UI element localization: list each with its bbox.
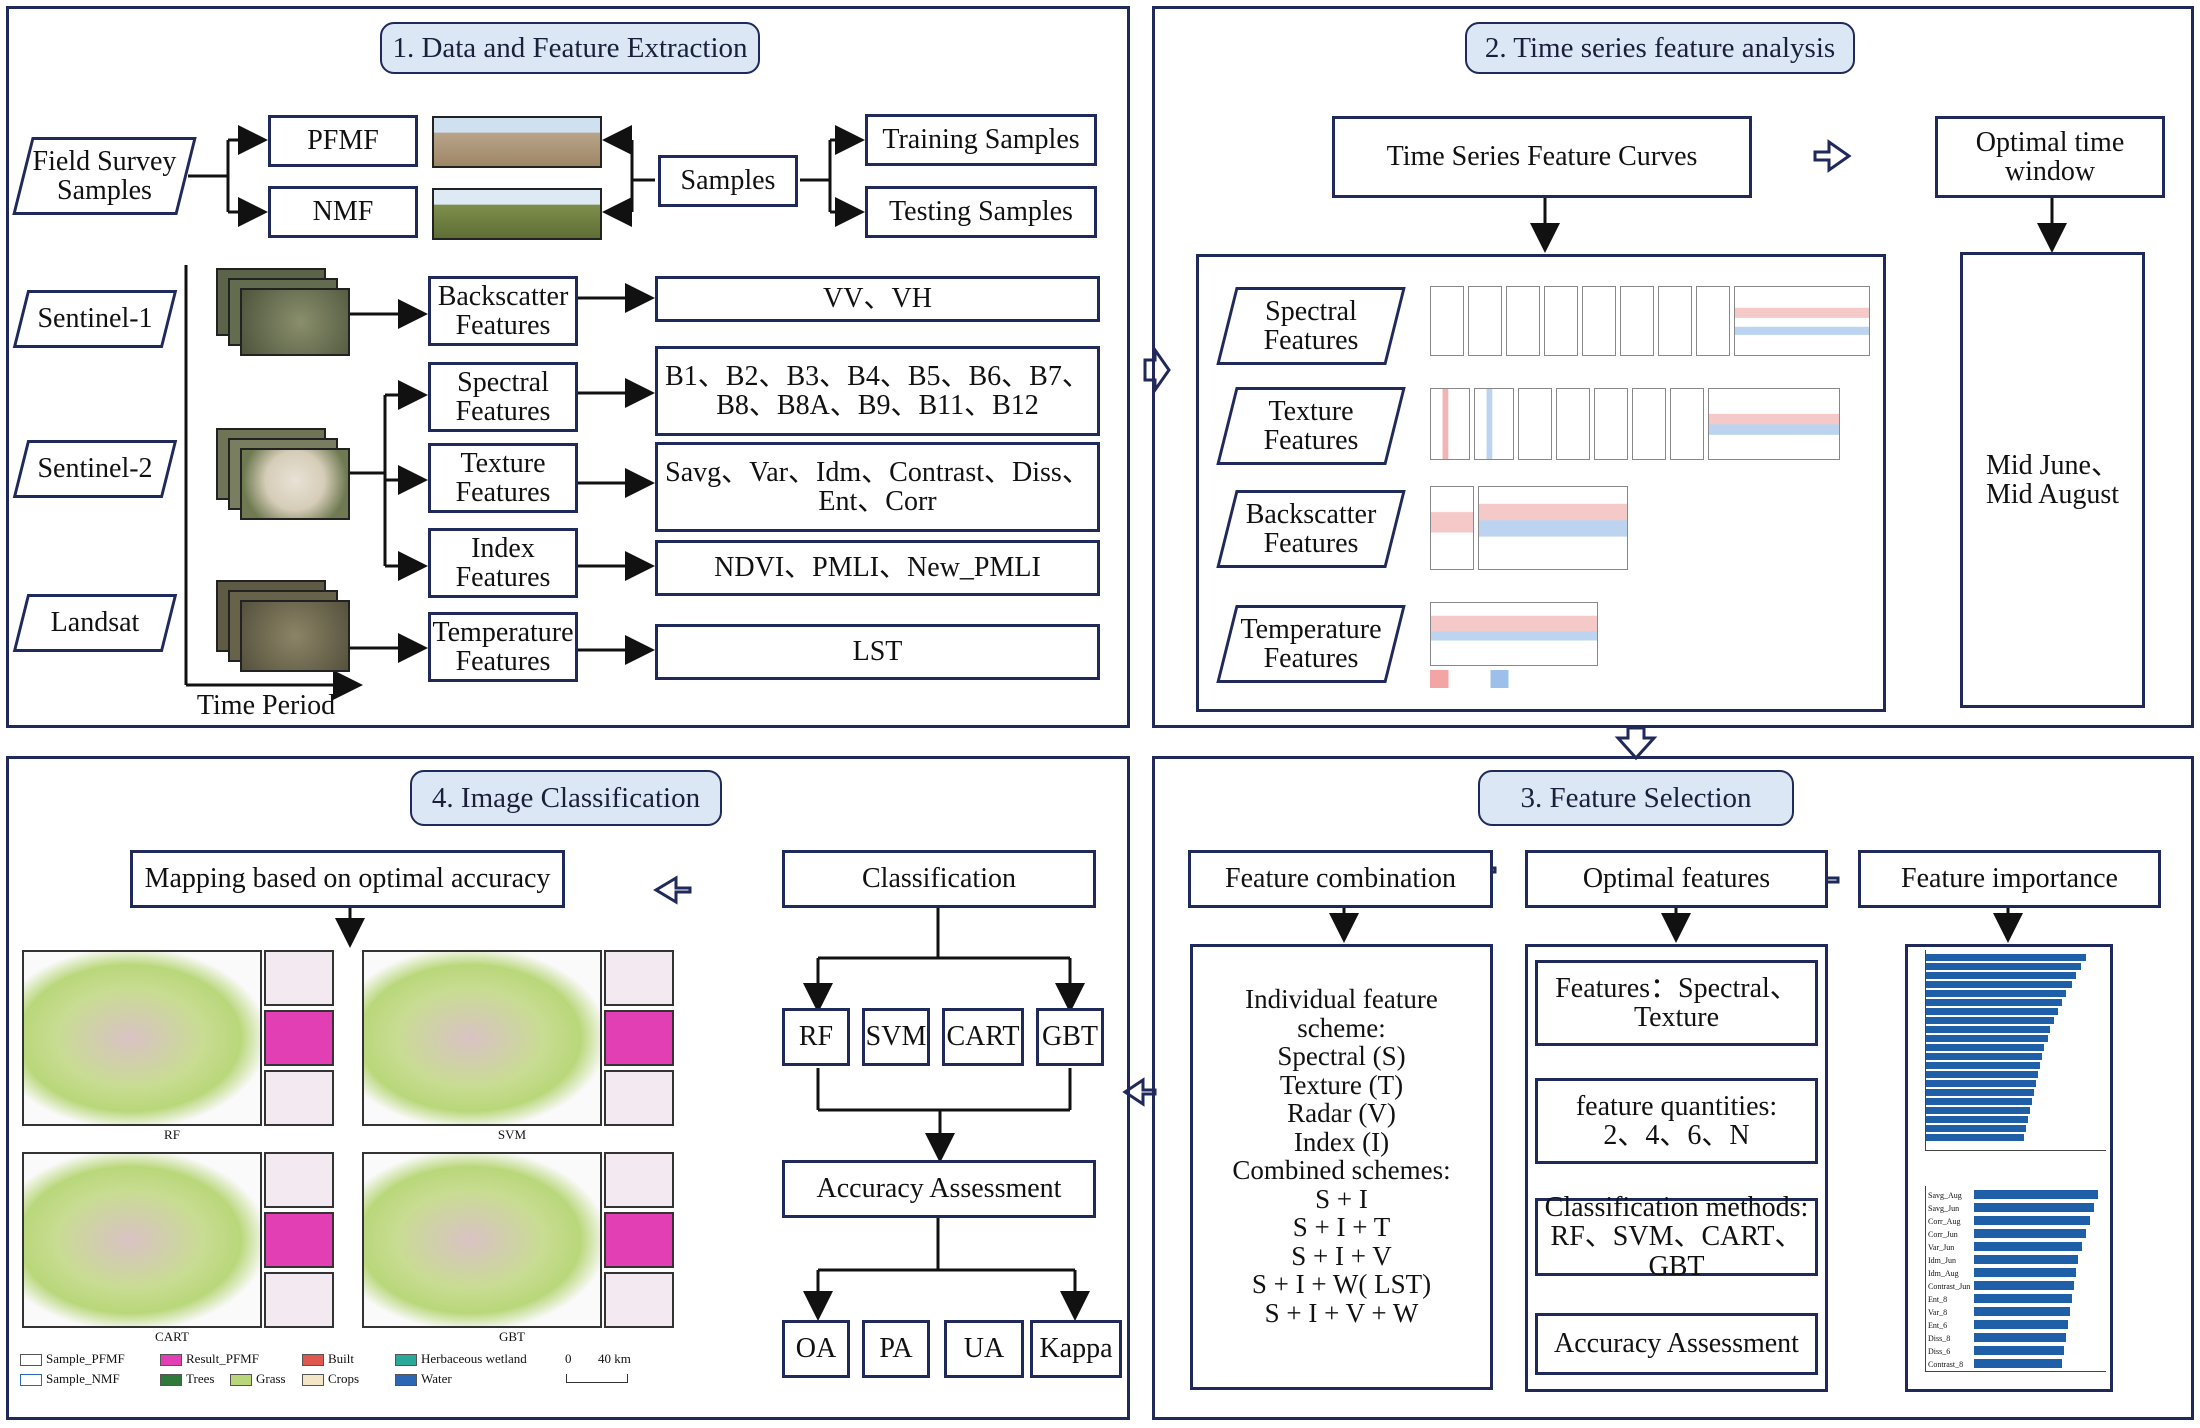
- training-samples-box: Training Samples: [865, 114, 1097, 166]
- sentinel1-image: [240, 288, 350, 356]
- texture-values: Savg、Var、Idm、Contrast、Diss、Ent、Corr: [655, 442, 1100, 532]
- map-label-rf: RF: [164, 1127, 180, 1142]
- p3-accuracy-box: Accuracy Assessment: [1535, 1313, 1818, 1375]
- map-cart: [22, 1152, 262, 1328]
- backscatter-boxplots: [1430, 486, 1640, 576]
- map-gbt-inset-3: [604, 1272, 674, 1328]
- samples-box: Samples: [658, 155, 798, 207]
- temperature-values: LST: [655, 624, 1100, 680]
- metric-kappa: Kappa: [1030, 1320, 1122, 1378]
- testing-samples-box: Testing Samples: [865, 186, 1097, 238]
- optimal-window-box: Optimal time window: [1935, 116, 2165, 198]
- map-legend: Sample_PFMF Result_PFMF Built Herbaceous…: [20, 1350, 680, 1394]
- spectral-values: B1、B2、B3、B4、B5、B6、B7、B8、B8A、B9、B11、B12: [655, 346, 1100, 436]
- spectral-features-label: Spectral Features: [1226, 287, 1396, 365]
- temperature-boxplots: [1430, 602, 1600, 692]
- schemes-box: [1190, 944, 1493, 1390]
- panel-2-title: 2. Time series feature analysis: [1465, 22, 1855, 74]
- map-svm-inset-2: [604, 1010, 674, 1066]
- map-rf-inset-3: [264, 1070, 334, 1126]
- temperature-features-box: Temperature Features: [428, 612, 578, 682]
- feature-quantities-box: feature quantities: 2、4、6、N: [1535, 1078, 1818, 1164]
- map-rf: [22, 950, 262, 1126]
- pfmf-photo: [432, 116, 602, 168]
- nmf-box: NMF: [268, 186, 418, 238]
- map-svm-inset-3: [604, 1070, 674, 1126]
- map-svm: [362, 950, 602, 1126]
- texture-boxplots: [1430, 388, 1840, 468]
- panel-3-title: 3. Feature Selection: [1478, 770, 1794, 826]
- map-svm-inset-1: [604, 950, 674, 1006]
- map-cart-inset-2: [264, 1212, 334, 1268]
- landsat-box: Landsat: [20, 594, 170, 652]
- method-svm: SVM: [862, 1008, 930, 1066]
- panel-time-series: [1152, 6, 2194, 728]
- window-container: Mid June、Mid August: [1960, 252, 2145, 708]
- optimal-features-box: Optimal features: [1525, 850, 1828, 908]
- panel-image-classification: [6, 756, 1130, 1420]
- classification-box: Classification: [782, 850, 1096, 908]
- metric-pa: PA: [862, 1320, 930, 1378]
- map-gbt: [362, 1152, 602, 1328]
- map-rf-inset-1: [264, 950, 334, 1006]
- index-values: NDVI、PMLI、New_PMLI: [655, 540, 1100, 596]
- spectral-features-box: Spectral Features: [428, 362, 578, 432]
- panel-1-title: 1. Data and Feature Extraction: [380, 22, 760, 74]
- method-cart: CART: [942, 1008, 1024, 1066]
- nmf-photo: [432, 188, 602, 240]
- time-period-label: Time Period: [196, 690, 336, 721]
- map-label-svm: SVM: [497, 1127, 527, 1142]
- map-rf-inset-2: [264, 1010, 334, 1066]
- map-gbt-inset-1: [604, 1152, 674, 1208]
- sentinel2-image: [240, 448, 350, 520]
- feature-combination-box: Feature combination: [1188, 850, 1493, 908]
- pfmf-box: PFMF: [268, 115, 418, 167]
- metric-oa: OA: [782, 1320, 850, 1378]
- panel-data-extraction: [6, 6, 1130, 728]
- classification-methods-box: Classification methods: RF、SVM、CART、GBT: [1535, 1193, 1818, 1281]
- curves-box: Time Series Feature Curves: [1332, 116, 1752, 198]
- map-cart-inset-3: [264, 1272, 334, 1328]
- method-gbt: GBT: [1036, 1008, 1104, 1066]
- map-gbt-inset-2: [604, 1212, 674, 1268]
- index-features-box: Index Features: [428, 528, 578, 598]
- sentinel1-box: Sentinel-1: [20, 290, 170, 348]
- features-spectral-texture: Features：Spectral、Texture: [1535, 960, 1818, 1046]
- mapping-box: Mapping based on optimal accuracy: [130, 850, 565, 908]
- map-label-cart: CART: [155, 1329, 189, 1344]
- method-rf: RF: [782, 1008, 850, 1066]
- texture-features-label: Texture Features: [1226, 387, 1396, 465]
- p4-accuracy-box: Accuracy Assessment: [782, 1160, 1096, 1218]
- importance-chart-top: [1925, 950, 2106, 1151]
- spectral-boxplots: [1430, 286, 1870, 366]
- backscatter-values: VV、VH: [655, 276, 1100, 322]
- schemes-text: Individual feature scheme: Spectral (S) …: [1232, 984, 1451, 1328]
- backscatter-features-box: Backscatter Features: [428, 276, 578, 346]
- texture-features-box: Texture Features: [428, 443, 578, 513]
- metric-ua: UA: [944, 1320, 1024, 1378]
- feature-importance-box: Feature importance: [1858, 850, 2161, 908]
- field-survey-box: Field Survey Samples: [22, 137, 187, 215]
- panel-4-title: 4. Image Classification: [410, 770, 722, 826]
- panel-feature-selection: [1152, 756, 2194, 1420]
- temperature-features-label: Temperature Features: [1226, 605, 1396, 683]
- sentinel2-box: Sentinel-2: [20, 440, 170, 498]
- map-cart-inset-1: [264, 1152, 334, 1208]
- landsat-image: [240, 600, 350, 672]
- backscatter-features-label: Backscatter Features: [1226, 490, 1396, 568]
- map-label-gbt: GBT: [499, 1329, 525, 1344]
